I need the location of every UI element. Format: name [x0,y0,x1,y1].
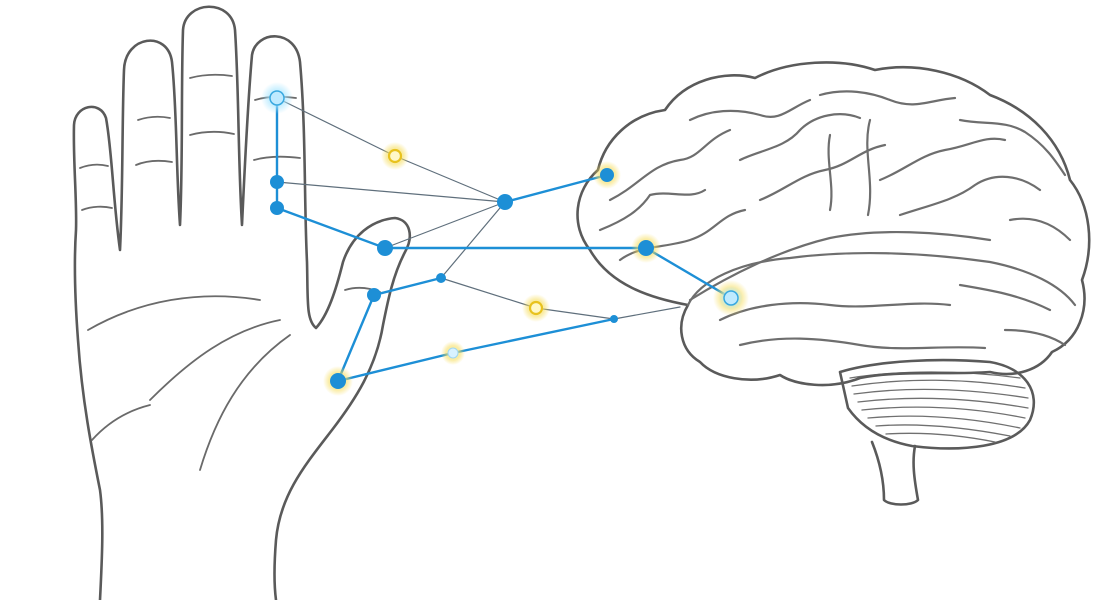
cerebrum-gyri [598,90,1072,350]
little-finger-crease [81,205,113,211]
network-node [269,90,285,106]
hand-outline [72,5,412,600]
palm-head-line [149,319,281,401]
brain-drawing [576,61,1091,506]
network-link [451,317,616,355]
network-node [270,201,284,215]
temporal-lobe-outline [686,251,1077,307]
middle-finger-crease [189,130,235,136]
network-node [497,194,513,210]
network-link [275,206,387,250]
network-node [638,240,654,256]
network-node [600,168,614,182]
network-node [387,148,403,164]
palm-base-crease [91,404,151,441]
hand-drawing [72,5,412,600]
network-node [723,290,739,306]
cerebellum-folds [849,371,1029,443]
network-link [613,306,681,320]
network-node [447,347,459,359]
network-nodes [261,82,749,396]
network-link [384,201,506,249]
network-links [275,96,733,383]
network-node [436,273,446,283]
network-link [394,155,506,203]
index-finger-crease [135,159,173,166]
cerebrum-outline [576,61,1091,387]
network-link [440,201,506,279]
network-link [372,276,443,297]
network-link [276,97,396,157]
network-node [330,373,346,389]
network-node [610,315,618,323]
network-link [440,277,537,309]
little-finger-crease [79,163,109,169]
network-node [270,175,284,189]
network-link [336,293,376,383]
network-node [528,300,544,316]
network-node [377,240,393,256]
index-finger-crease [137,115,171,121]
network-node [367,288,381,302]
middle-finger-crease [189,73,233,79]
palm-life-line [199,334,291,471]
palm-heart-line [87,295,261,331]
network-link [336,351,455,383]
cerebellum-outline [838,358,1036,450]
network-link [503,173,609,204]
network-link [276,181,506,203]
lateral-sulcus [688,231,992,302]
brain-stem-outline [870,440,920,506]
